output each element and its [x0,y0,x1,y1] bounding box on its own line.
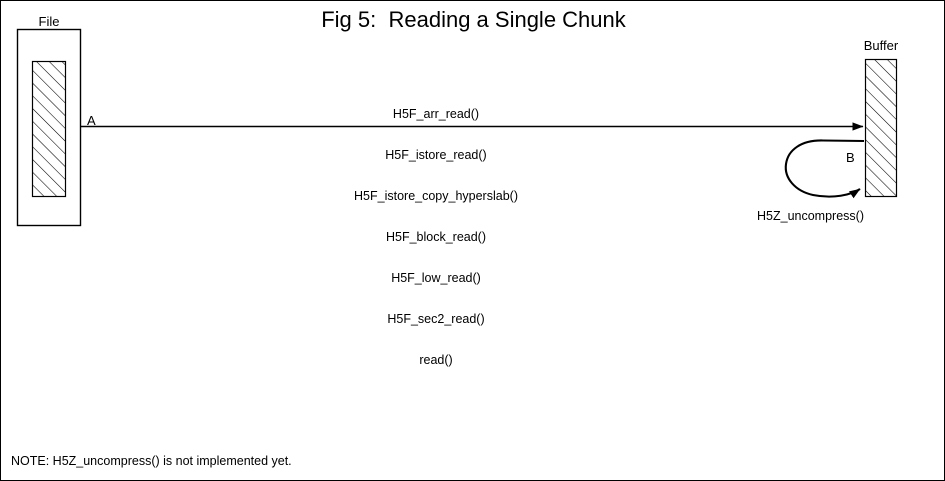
call-stack-labels: H5F_arr_read() H5F_istore_read() H5F_ist… [331,81,541,393]
marker-b-label: B [846,150,855,165]
page-title: Fig 5: Reading a Single Chunk [321,7,626,32]
call-stack-item: H5F_block_read() [385,230,487,244]
footer-note: NOTE: H5Z_uncompress() is not implemente… [11,454,292,468]
file-chunk-hatched [31,60,67,198]
call-stack-item: H5F_arr_read() [392,107,480,121]
buffer-box-label: Buffer [863,38,899,53]
call-stack-item: H5F_istore_copy_hyperslab() [354,189,518,203]
loop-arrow-b [784,139,865,199]
uncompress-call-label: H5Z_uncompress() [757,209,864,223]
buffer-box-hatched [864,58,898,198]
call-stack-item: H5F_istore_read() [385,148,487,162]
call-stack-item: read() [419,353,453,367]
file-box-label: File [38,14,60,29]
call-stack-item: H5F_sec2_read() [387,312,485,326]
call-stack-item: H5F_low_read() [391,271,481,285]
marker-a-label: A [87,113,96,128]
